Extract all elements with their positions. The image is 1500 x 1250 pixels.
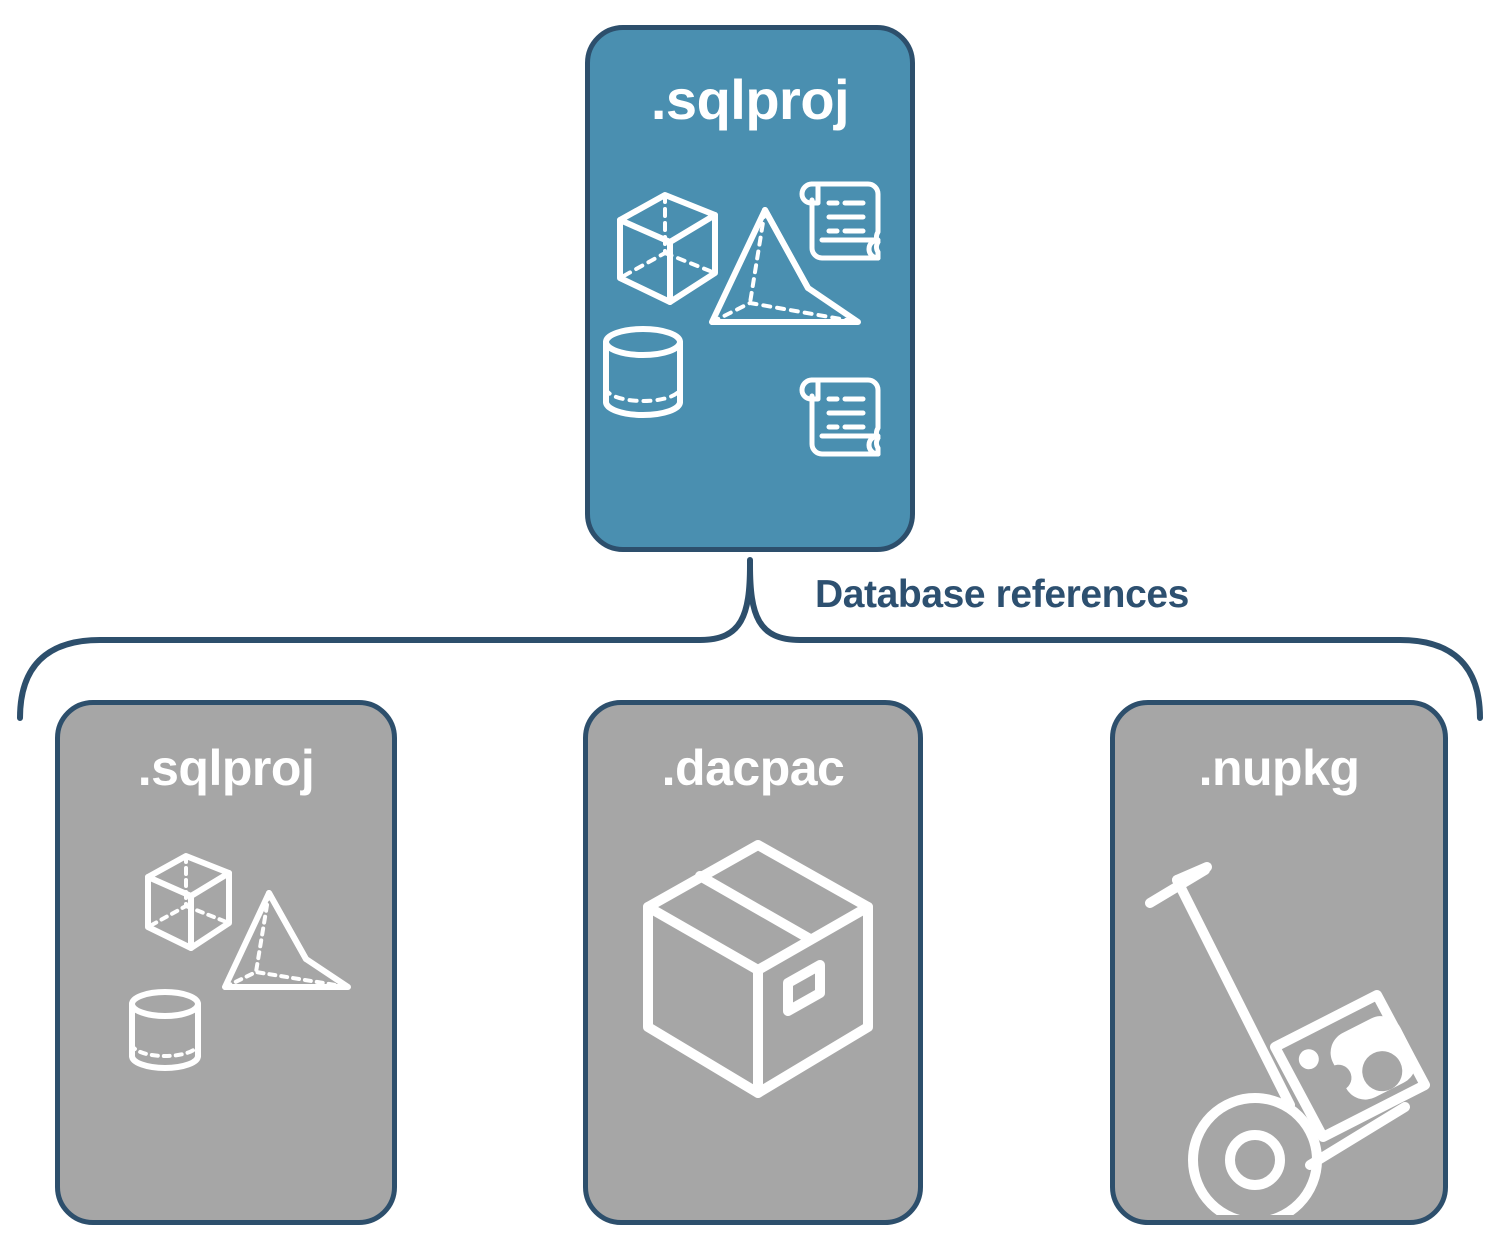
reference-node-sqlproj[interactable]: .sqlproj bbox=[55, 700, 397, 1225]
scroll-icon bbox=[799, 181, 881, 261]
nuget-package-icon bbox=[1298, 1016, 1416, 1100]
reference-node-nupkg[interactable]: .nupkg bbox=[1110, 700, 1448, 1227]
root-node-icon-cluster bbox=[590, 170, 920, 460]
cylinder-icon bbox=[129, 989, 201, 1071]
dacpac-icon-cluster bbox=[588, 835, 918, 1215]
reference-node-label-dacpac: .dacpac bbox=[661, 740, 845, 796]
cube-icon bbox=[617, 192, 718, 305]
scroll-icon bbox=[799, 377, 881, 457]
pyramid-icon bbox=[709, 207, 861, 325]
nupkg-icon-cluster bbox=[1115, 835, 1443, 1227]
pyramid-icon bbox=[222, 890, 351, 990]
package-box-icon bbox=[643, 840, 873, 1098]
reference-node-label-nupkg: .nupkg bbox=[1198, 740, 1360, 796]
cylinder-icon bbox=[603, 326, 683, 418]
database-objects-icons bbox=[129, 853, 351, 1071]
reference-node-label-sqlproj: .sqlproj bbox=[137, 740, 315, 796]
connector-label-database-references: Database references bbox=[815, 573, 1189, 616]
reference-node-dacpac[interactable]: .dacpac bbox=[583, 700, 923, 1225]
database-objects-icons bbox=[603, 181, 881, 457]
root-node-sqlproj[interactable]: .sqlproj bbox=[585, 25, 915, 552]
hand-truck-icon bbox=[1145, 862, 1430, 1227]
sqlproj-icon-cluster bbox=[60, 835, 392, 1215]
root-node-label: .sqlproj bbox=[650, 68, 850, 131]
cube-icon bbox=[145, 853, 232, 951]
